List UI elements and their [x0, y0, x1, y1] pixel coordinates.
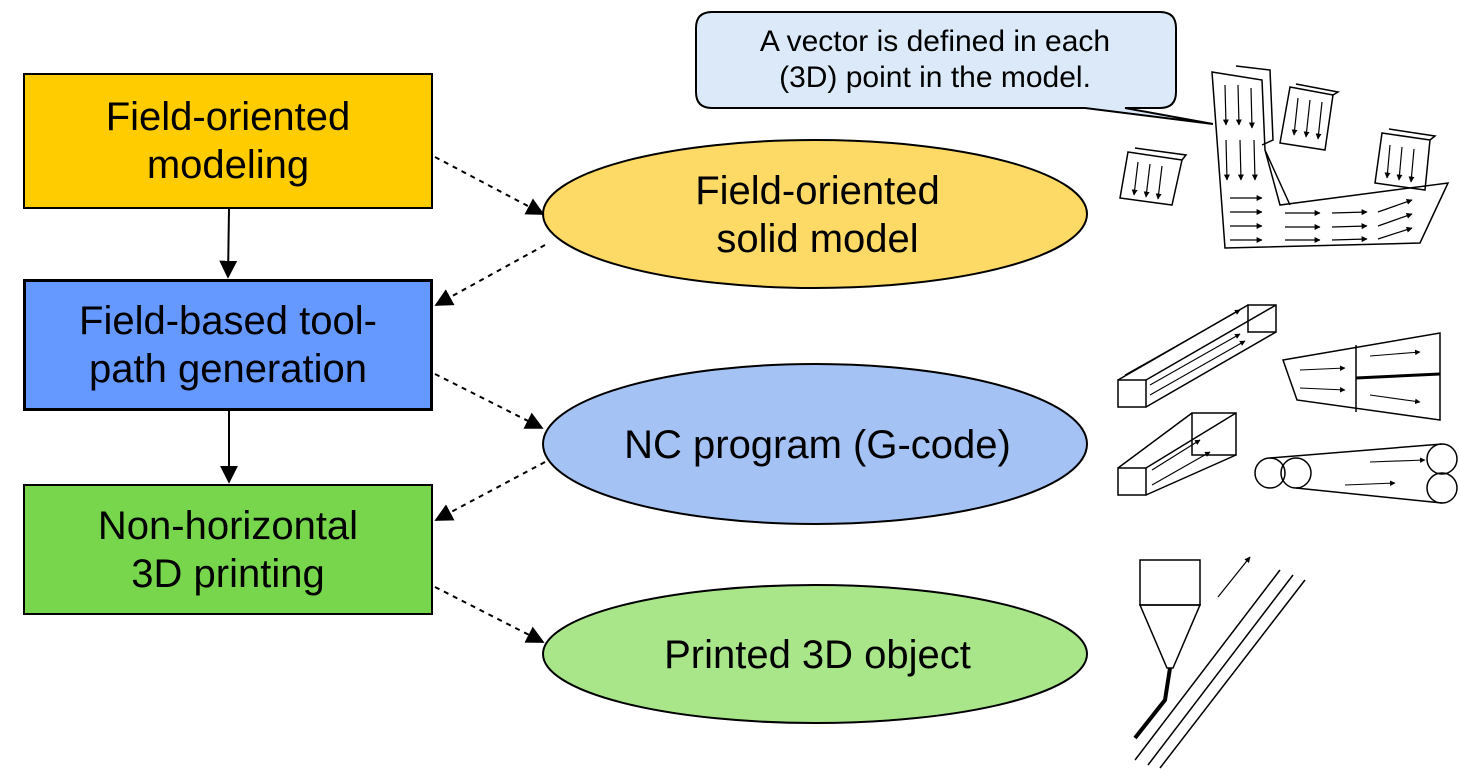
dotted-arrow-toolpath-to-nc — [434, 373, 544, 429]
artifact-label-line1: NC program (G-code) — [624, 423, 1011, 467]
dotted-connectors — [434, 156, 546, 643]
vector-field-model-illustration — [1119, 65, 1450, 249]
process-step-label-line1: Field-based tool- — [79, 299, 377, 343]
callout-bubble — [695, 11, 1214, 125]
process-step-label-line2: 3D printing — [131, 551, 325, 596]
artifact-ellipse-nc-program — [542, 363, 1088, 525]
process-step-label-line2: path generation — [88, 347, 367, 391]
artifact-label-nc-program: NC program (G-code) — [545, 365, 1090, 525]
callout-text: A vector is defined in each (3D) point i… — [695, 12, 1175, 108]
dotted-arrow-printing-to-object — [434, 586, 545, 643]
dotted-arrow-solid-model-to-toolpath — [434, 244, 546, 306]
dotted-arrow-nc-to-printing — [434, 461, 546, 521]
arrow-step1-to-step2 — [219, 208, 238, 279]
callout-line2: (3D) point in the model. — [779, 61, 1091, 94]
artifact-label-line1: Printed 3D object — [664, 633, 971, 677]
process-step-toolpath-generation: Field-based tool- path generation — [23, 279, 433, 411]
toolpath-illustration — [1117, 304, 1458, 504]
process-step-3d-printing: Non-horizontal 3D printing — [23, 484, 433, 615]
artifact-ellipse-printed-object — [542, 584, 1088, 724]
callout-line1: A vector is defined in each — [759, 25, 1111, 58]
artifact-label-line2: solid model — [716, 217, 919, 261]
process-step-label-line2: modeling — [146, 143, 310, 187]
nozzle-illustration — [1133, 556, 1306, 769]
dotted-arrow-modeling-to-solid-model — [434, 156, 545, 215]
process-step-label-line1: Field-oriented — [105, 95, 351, 139]
process-step-field-oriented-modeling: Field-oriented modeling — [23, 73, 433, 209]
artifact-label-line1: Field-oriented — [695, 169, 940, 213]
process-step-label-line1: Non-horizontal — [97, 503, 359, 548]
artifact-label-solid-model: Field-oriented solid model — [545, 140, 1090, 290]
artifact-label-printed-object: Printed 3D object — [545, 585, 1090, 725]
